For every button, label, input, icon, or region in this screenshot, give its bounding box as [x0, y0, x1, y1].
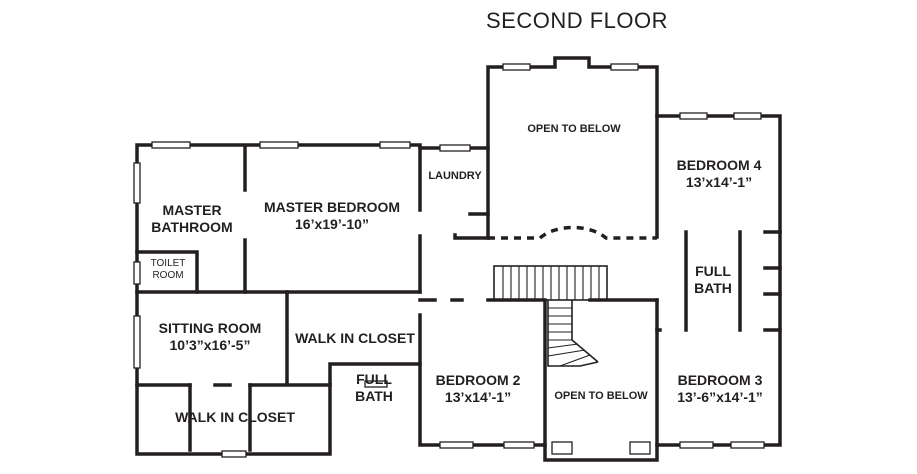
label-master-bathroom: MASTER BATHROOM [140, 202, 244, 236]
label-sitting-room: SITTING ROOM 10’3”x16’-5” [142, 320, 278, 354]
plan-title: SECOND FLOOR [485, 8, 669, 33]
label-master-bedroom: MASTER BEDROOM 16’x19’-10” [250, 199, 414, 233]
full-bath-mid-line1: FULL [356, 371, 392, 387]
label-walk-in-closet-bottom: WALK IN CLOSET [175, 409, 295, 425]
full-bath-right-line2: BATH [694, 279, 732, 296]
toilet-room-line1: TOILET [150, 258, 186, 269]
master-bedroom-name: MASTER BEDROOM [263, 199, 401, 215]
label-open-to-below-bottom: OPEN TO BELOW [554, 390, 648, 402]
label-walk-in-closet-mid: WALK IN CLOSET [295, 330, 415, 346]
master-bathroom-line2: BATHROOM [151, 218, 233, 235]
bedroom-2-name: BEDROOM 2 [435, 372, 521, 388]
toilet-room-line2: ROOM [152, 270, 184, 281]
bedroom-4-name: BEDROOM 4 [676, 157, 762, 173]
master-bathroom-line1: MASTER [162, 202, 222, 218]
sitting-room-name: SITTING ROOM [158, 320, 262, 336]
label-full-bath-right: FULL BATH [688, 263, 738, 297]
label-open-to-below-top: OPEN TO BELOW [527, 123, 621, 135]
windows [133, 63, 765, 458]
sitting-room-size: 10’3”x16’-5” [169, 336, 251, 353]
label-full-bath-mid: FULL BATH [340, 371, 408, 405]
bedroom-2-size: 13’x14’-1” [444, 388, 512, 405]
label-bedroom-3: BEDROOM 3 13’-6”x14’-1” [662, 372, 778, 406]
staircase [493, 265, 608, 367]
label-toilet-room: TOILET ROOM [142, 258, 194, 282]
bedroom-4-size: 13’x14’-1” [685, 173, 753, 190]
label-bedroom-2: BEDROOM 2 13’x14’-1” [424, 372, 532, 406]
master-bedroom-size: 16’x19’-10” [295, 215, 369, 232]
bedroom-3-name: BEDROOM 3 [677, 372, 763, 388]
full-bath-mid-line2: BATH [355, 387, 393, 404]
label-bedroom-4: BEDROOM 4 13’x14’-1” [664, 157, 774, 191]
balcony-edge [488, 225, 657, 240]
full-bath-right-line1: FULL [695, 263, 731, 279]
bedroom-3-size: 13’-6”x14’-1” [677, 388, 763, 405]
label-laundry: LAUNDRY [428, 170, 482, 182]
outer-walls [135, 56, 782, 462]
